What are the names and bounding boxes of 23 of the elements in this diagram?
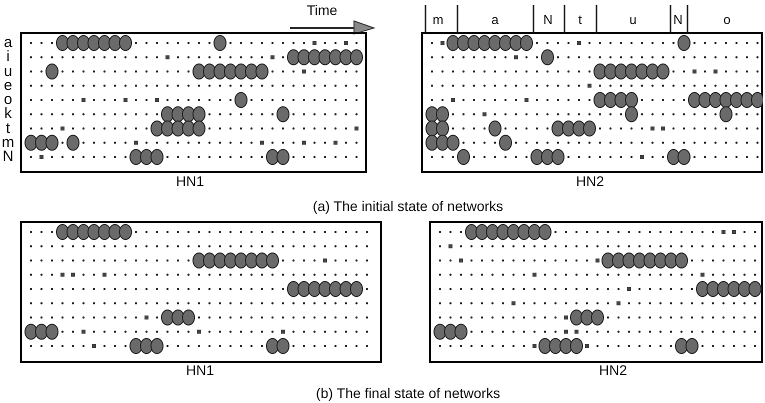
row-label: a	[4, 35, 12, 50]
caption: (a) The initial state of networks	[312, 199, 504, 213]
panel-label: HN1	[176, 174, 204, 188]
segment-label: a	[491, 13, 499, 26]
panel-label: HN1	[186, 363, 214, 377]
segment-label: u	[629, 13, 637, 26]
row-label: e	[4, 78, 12, 93]
segment-label: t	[578, 13, 582, 26]
panel-label: HN2	[599, 363, 627, 377]
row-label: t	[6, 120, 10, 136]
axis-title: Time	[306, 3, 338, 17]
row-label: k	[4, 106, 12, 122]
segment-label: N	[543, 13, 553, 26]
caption: (b) The final state of networks	[316, 386, 500, 400]
row-label: o	[4, 92, 12, 107]
row-label: m	[2, 134, 14, 150]
row-label: i	[6, 49, 10, 64]
row-label: u	[4, 64, 12, 78]
segment-label: o	[723, 13, 731, 26]
segment-label: N	[673, 13, 683, 26]
row-label: N	[2, 149, 14, 164]
segment-label: m	[432, 13, 444, 26]
panel-label: HN2	[576, 174, 604, 188]
